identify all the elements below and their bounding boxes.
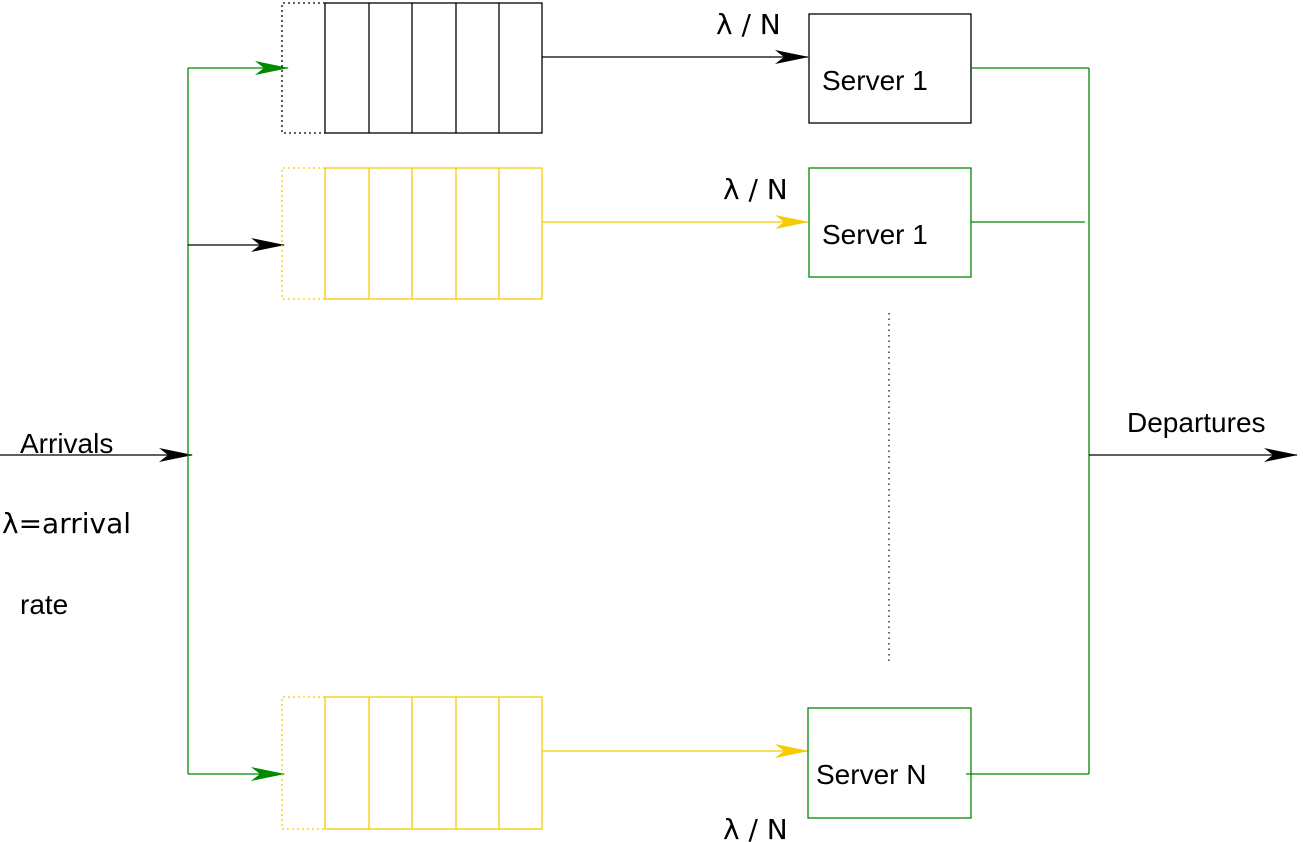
rate-label: rate	[20, 589, 68, 620]
queue-2-open-slot	[281, 167, 325, 300]
server-2-rate: λ / N	[723, 173, 788, 206]
arrivals-label: Arrivals	[20, 428, 113, 459]
arrivals-input: Arrivals λ=arrival rate	[0, 428, 193, 620]
server-n-node: Server N λ / N	[723, 707, 972, 842]
server-n-box	[807, 707, 972, 819]
departures-collector	[966, 67, 1090, 775]
queue-2	[281, 167, 543, 300]
queue-n	[281, 696, 543, 830]
dispatcher-bus	[187, 61, 289, 781]
server-1-node: Server 1 λ / N	[716, 8, 972, 124]
queue-n-open-slot	[281, 696, 325, 830]
queue-n-buffer	[324, 696, 543, 830]
server-1-label: Server 1	[822, 65, 928, 96]
departures-label: Departures	[1127, 407, 1266, 438]
departures-output: Departures	[1089, 407, 1298, 462]
server-2-label: Server 1	[822, 219, 928, 250]
queue-2-buffer	[324, 167, 543, 300]
queue-1-open-slot	[281, 2, 325, 134]
lambda-label: λ=arrival	[2, 507, 131, 540]
queue-1-buffer	[324, 2, 543, 134]
server-1-rate: λ / N	[716, 8, 781, 41]
server-n-label: Server N	[816, 759, 926, 790]
queue-1	[281, 2, 543, 134]
server-n-rate: λ / N	[723, 813, 788, 842]
